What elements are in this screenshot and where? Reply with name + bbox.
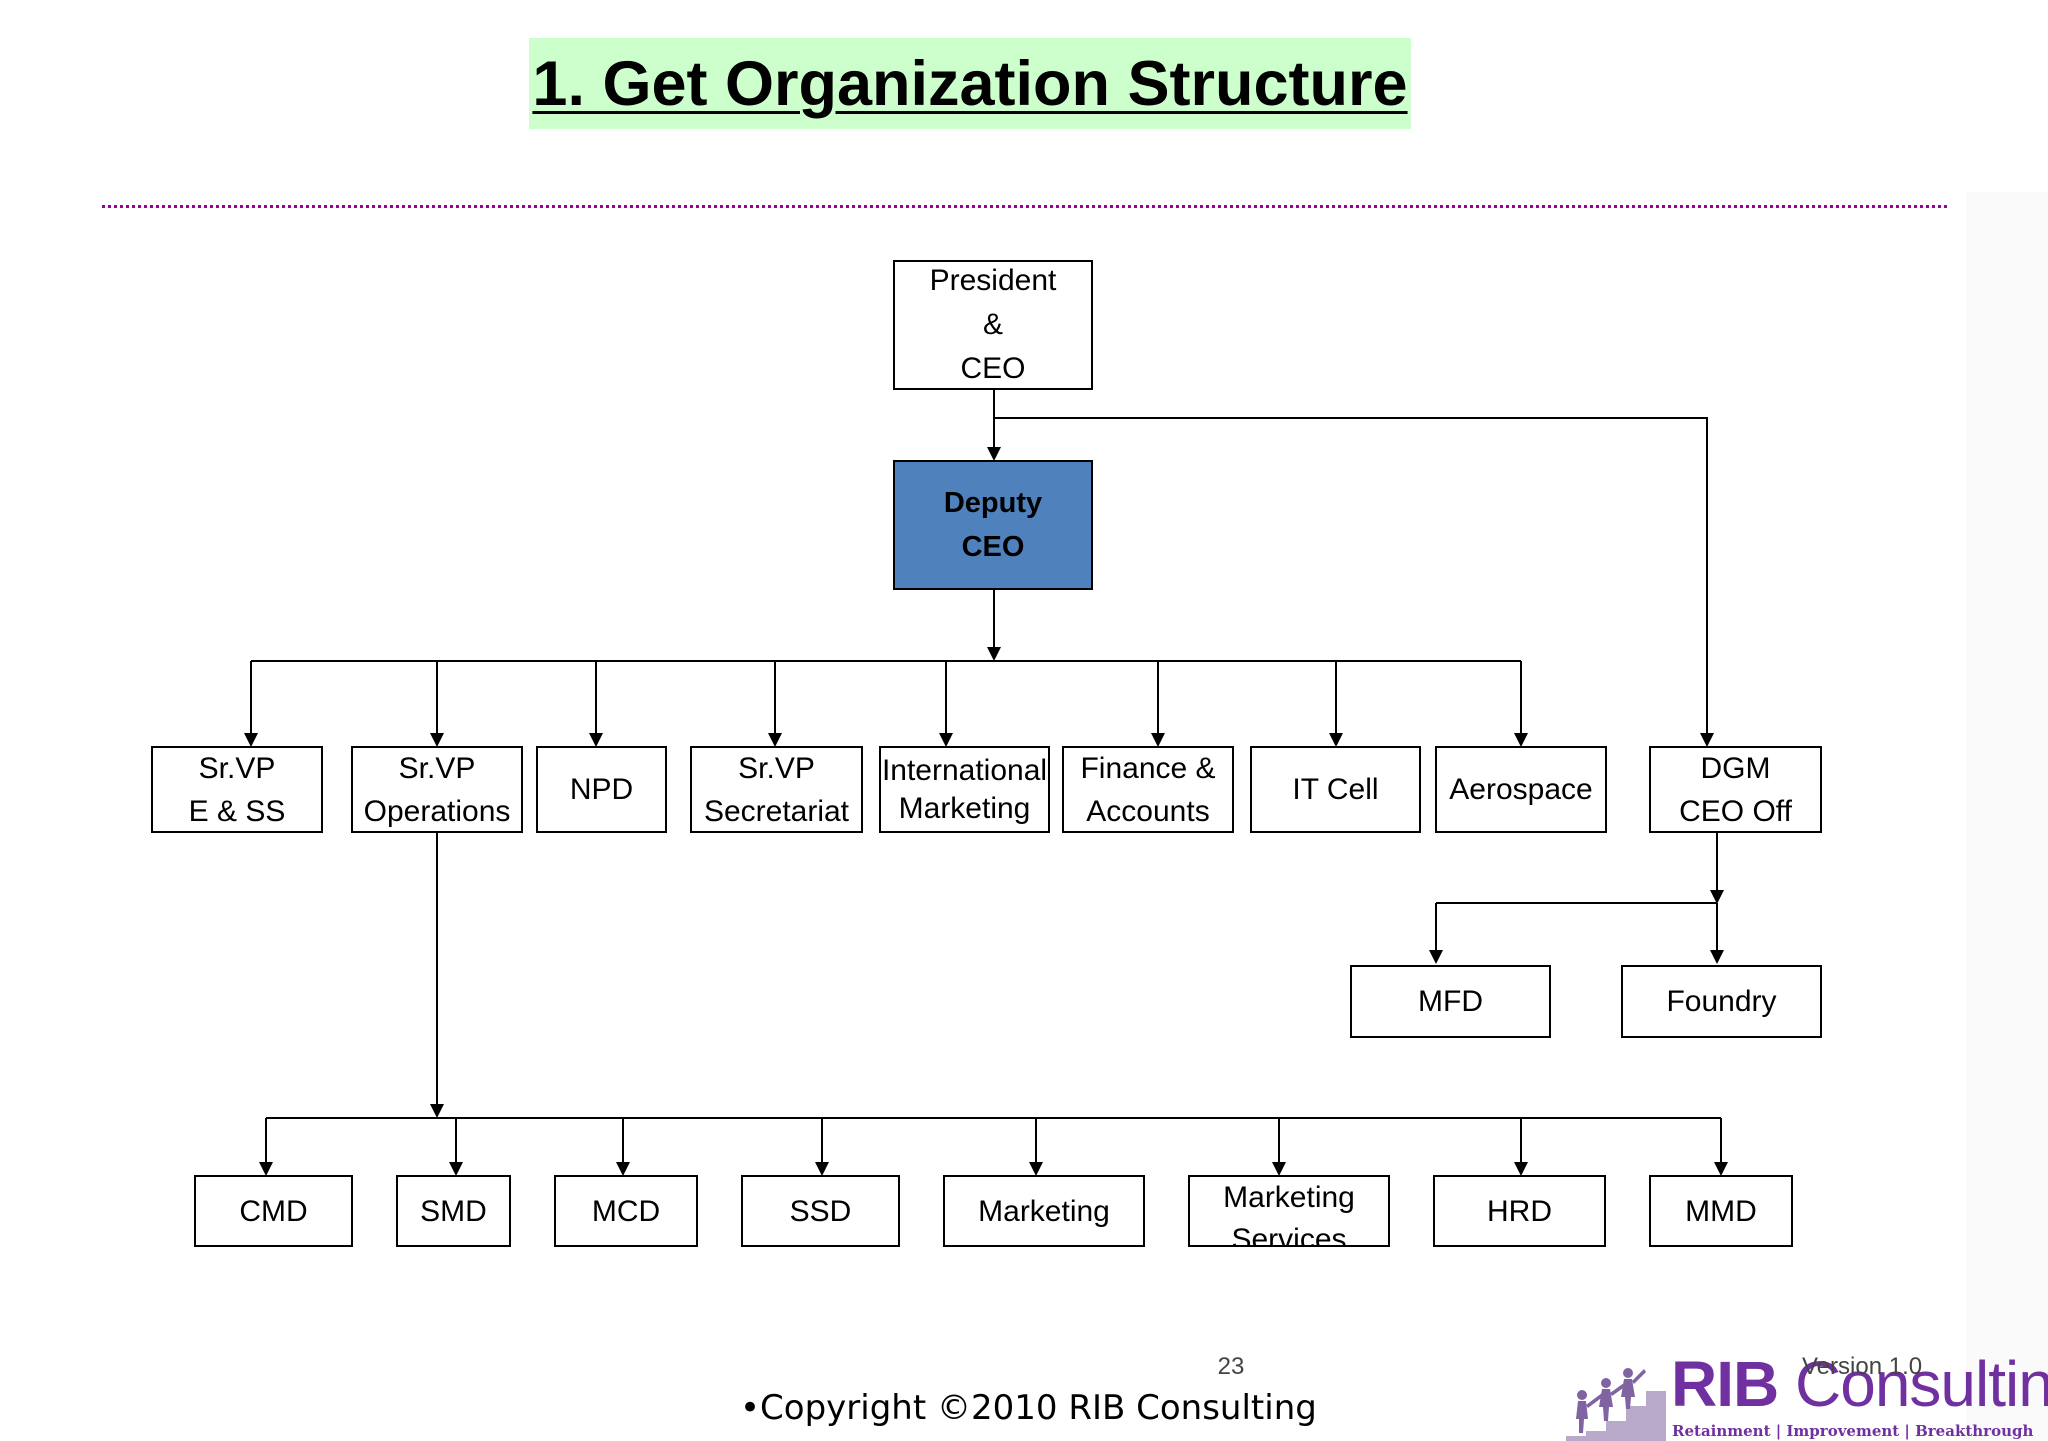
node-label-line: Operations [363, 794, 511, 828]
version-label: Version 1.0 [1802, 1353, 1923, 1380]
logo-tagline: Retainment | Improvement | Breakthrough [1672, 1422, 2034, 1440]
node-hrd: HRD [1433, 1175, 1606, 1247]
node-label-line: Services [1231, 1223, 1347, 1247]
node-label-line: E & SS [188, 794, 286, 828]
node-label-line: SSD [789, 1194, 852, 1228]
slide-title-banner: 1. Get Organization Structure [529, 38, 1411, 129]
node-label-line: Aerospace [1449, 773, 1593, 806]
node-ssd: SSD [741, 1175, 900, 1247]
node-deputy-ceo: Deputy CEO [893, 460, 1093, 590]
copyright-notice: •Copyright ©2010 RIB Consulting [740, 1388, 1317, 1428]
node-foundry: Foundry [1621, 965, 1822, 1038]
rib-consulting-logo: RIB Consulting Retainment | Improvement … [1566, 1348, 2048, 1441]
node-cmd: CMD [194, 1175, 353, 1247]
node-dgm-ceo-off: DGM CEO Off [1649, 746, 1822, 833]
node-label-line: CEO [960, 352, 1026, 385]
node-marketing-services: Marketing Services [1188, 1175, 1390, 1247]
node-international-marketing: International Marketing [879, 746, 1050, 833]
node-label-line: CEO [961, 531, 1025, 563]
node-label-line: DGM [1700, 751, 1771, 785]
node-label-line: MMD [1685, 1194, 1757, 1228]
connector-president-dgm [994, 417, 1714, 747]
node-sr-vp-secretariat: Sr.VP Secretariat [690, 746, 863, 833]
node-label-line: Sr.VP [398, 751, 476, 785]
node-label-line: Marketing [1223, 1181, 1355, 1214]
node-label-line: IT Cell [1292, 773, 1379, 806]
node-label-line: International [881, 753, 1048, 787]
node-label-line: Sr.VP [198, 751, 276, 785]
node-label-line: Secretariat [703, 794, 850, 828]
logo-wordmark: RIB Consulting [1671, 1352, 2048, 1416]
page-number: 23 [1217, 1353, 1245, 1380]
node-aerospace: Aerospace [1435, 746, 1607, 833]
node-label-line: CMD [239, 1194, 308, 1228]
node-label-line: NPD [569, 773, 634, 806]
node-mmd: MMD [1649, 1175, 1793, 1247]
node-sr-vp-ess: Sr.VP E & SS [151, 746, 323, 833]
node-label-line: CEO Off [1679, 794, 1792, 828]
node-label-line: HRD [1487, 1194, 1552, 1228]
node-marketing: Marketing [943, 1175, 1145, 1247]
slide-title: 1. Get Organization Structure [532, 48, 1408, 119]
node-sr-vp-operations: Sr.VP Operations [351, 746, 523, 833]
node-mcd: MCD [554, 1175, 698, 1247]
node-label-line: SMD [420, 1194, 487, 1228]
node-label-line: & [982, 308, 1003, 341]
node-label-line: Sr.VP [738, 751, 815, 785]
node-finance-accounts: Finance & Accounts [1062, 746, 1234, 833]
node-npd: NPD [536, 746, 667, 833]
node-label-line: Marketing [978, 1194, 1110, 1228]
node-it-cell: IT Cell [1250, 746, 1421, 833]
logo-wordmark-rest: Consulting [1795, 1348, 2048, 1420]
logo-wordmark-bold: RIB [1671, 1348, 1779, 1420]
node-label-line: President [929, 264, 1057, 297]
title-divider [102, 205, 1947, 208]
node-label-line: MFD [1418, 985, 1483, 1018]
node-mfd: MFD [1350, 965, 1551, 1038]
node-label-line: Marketing [898, 791, 1031, 825]
node-label-line: Foundry [1666, 985, 1777, 1018]
node-label-line: Accounts [1086, 794, 1210, 828]
people-climbing-icon [1566, 1368, 1666, 1441]
node-label-line: Finance & [1080, 751, 1216, 785]
node-label-line: MCD [591, 1194, 661, 1228]
slide-margin-strip [1966, 192, 2048, 1441]
node-label-line: Deputy [943, 487, 1043, 519]
node-smd: SMD [396, 1175, 511, 1247]
node-president-ceo: President & CEO [893, 260, 1093, 390]
